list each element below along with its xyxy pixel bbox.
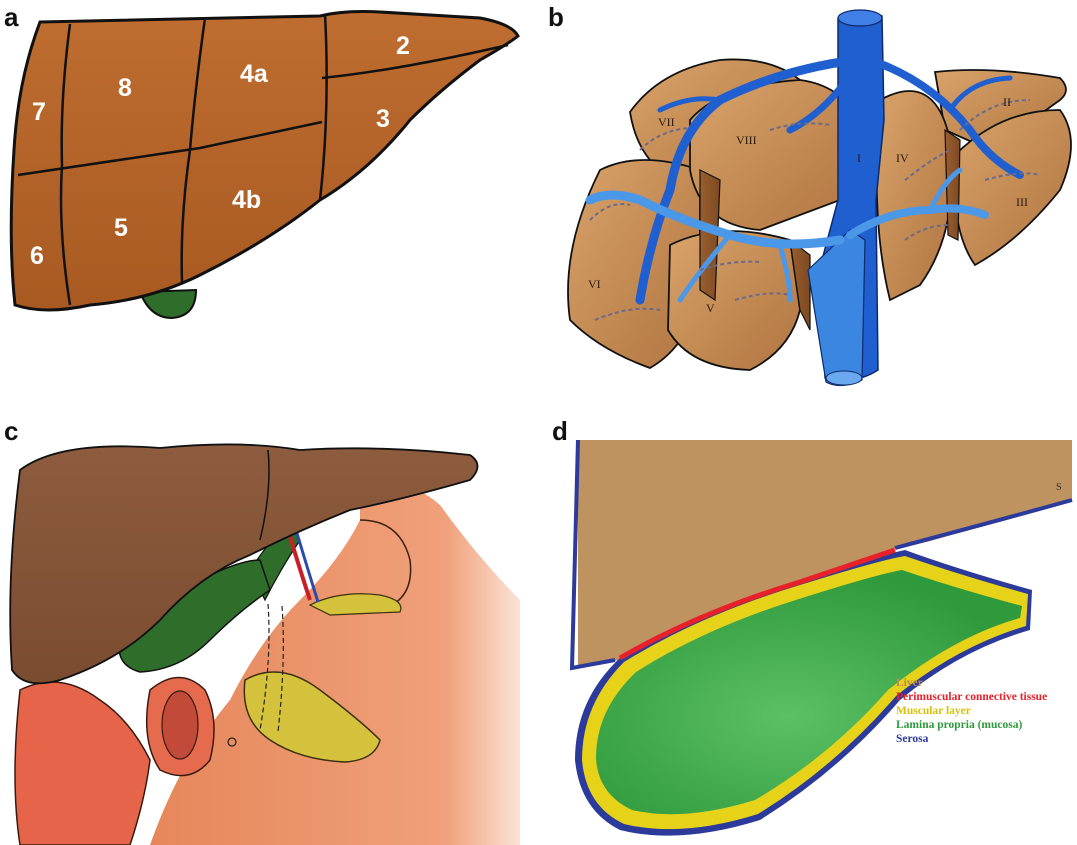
panel-d-letter: d <box>552 416 568 446</box>
colon <box>15 682 150 845</box>
legend-item-liver: Liver <box>896 677 923 689</box>
portal-vein <box>808 230 865 386</box>
segment-label: 6 <box>30 242 44 270</box>
panel-d: d S Liver Perimuscular connective tissue… <box>552 416 1072 836</box>
segment-label: VI <box>588 277 601 291</box>
panel-b-letter: b <box>548 2 564 32</box>
segment-label: 8 <box>118 74 132 102</box>
panel-c-letter: c <box>4 416 18 446</box>
segment-label: 5 <box>114 214 128 242</box>
legend-item-perimuscular: Perimuscular connective tissue <box>896 691 1047 703</box>
segment-label: VIII <box>736 133 757 147</box>
panel-a: a 2 3 4a 4b 5 6 7 8 <box>4 2 518 318</box>
segment-label: V <box>706 301 715 315</box>
segment-label: 4a <box>240 60 269 88</box>
legend-item-serosa: Serosa <box>896 733 929 745</box>
segment-label: VII <box>658 115 675 129</box>
ivc-top <box>838 10 882 26</box>
legend-item-muscular: Muscular layer <box>896 705 971 717</box>
segment-label: 3 <box>376 105 390 133</box>
segment-label: I <box>857 151 861 165</box>
panel-a-letter: a <box>4 2 19 32</box>
duodenum-opening <box>162 691 198 759</box>
panel-b: b <box>548 2 1071 386</box>
legend: Liver Perimuscular connective tissue Mus… <box>896 677 1047 745</box>
segment-label: 7 <box>32 98 46 126</box>
segment-label: II <box>1003 95 1011 109</box>
segment-label: III <box>1016 195 1028 209</box>
signature: S <box>1056 482 1062 493</box>
liver-outline-a <box>11 12 518 311</box>
legend-item-lamina-propria: Lamina propria (mucosa) <box>896 719 1022 731</box>
segment-label: 4b <box>232 186 261 214</box>
segment-label: IV <box>896 151 909 165</box>
panel-c: c <box>4 416 520 845</box>
portal-vein-end <box>826 371 862 385</box>
segment-label: 2 <box>396 32 410 60</box>
